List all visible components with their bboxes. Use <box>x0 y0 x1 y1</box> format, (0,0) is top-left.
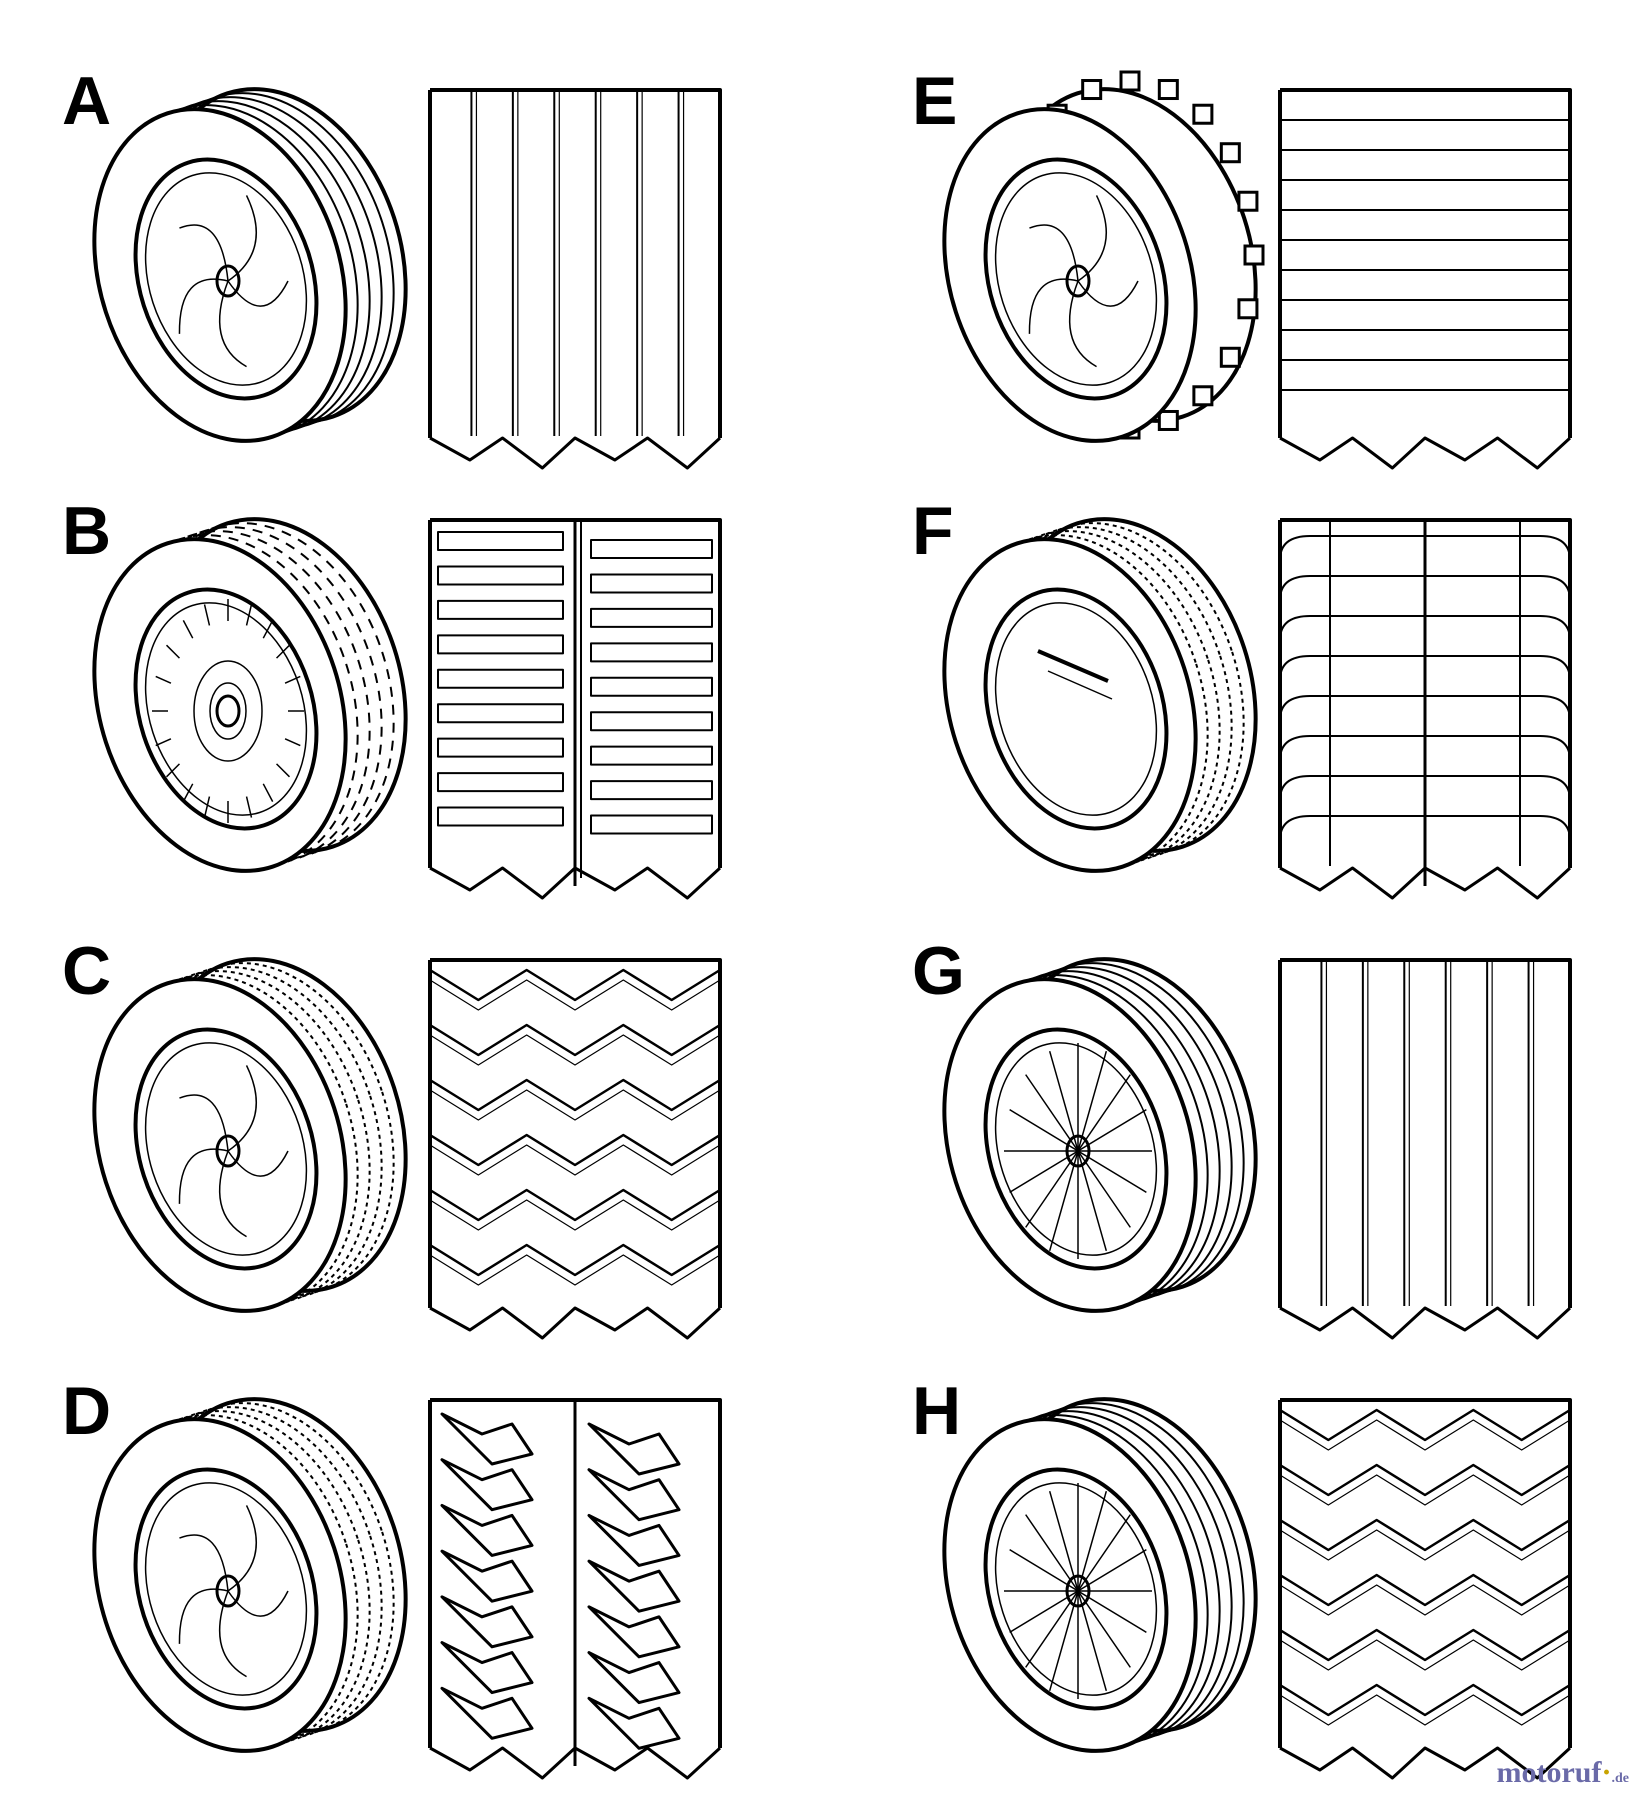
wheel-drawing <box>942 517 1258 873</box>
wheel-drawing <box>92 957 408 1313</box>
watermark: motoruf·.de <box>1497 1756 1630 1790</box>
panel-label: A <box>62 63 111 139</box>
panel-label: H <box>912 1373 961 1449</box>
panel-label: F <box>912 493 954 569</box>
panel-c: C <box>62 933 722 1340</box>
watermark-suffix: .de <box>1611 1771 1630 1786</box>
panel-e: E <box>912 63 1572 470</box>
panel-label: E <box>912 63 957 139</box>
panel-label: D <box>62 1373 111 1449</box>
panel-a: A <box>62 63 722 470</box>
tread-pattern <box>1278 518 1572 900</box>
panel-f: F <box>912 493 1572 900</box>
tread-pattern <box>1278 88 1572 470</box>
wheel-drawing <box>942 70 1265 443</box>
watermark-main: motoruf <box>1496 1756 1602 1789</box>
watermark-accent: · <box>1601 1756 1612 1789</box>
panel-b: B <box>62 493 722 900</box>
tread-pattern <box>1278 958 1572 1340</box>
wheel-drawing <box>92 87 408 443</box>
tread-pattern <box>428 1398 722 1780</box>
wheel-drawing <box>942 957 1258 1313</box>
tread-pattern <box>428 518 722 900</box>
panel-g: G <box>912 933 1572 1340</box>
tread-pattern <box>1278 1398 1572 1780</box>
wheel-drawing <box>92 517 408 873</box>
wheel-drawing <box>942 1397 1258 1753</box>
tread-pattern <box>428 958 722 1340</box>
tread-pattern <box>428 88 722 470</box>
panel-label: B <box>62 493 111 569</box>
panel-h: H <box>912 1373 1572 1780</box>
panel-d: D <box>62 1373 722 1780</box>
panel-label: C <box>62 933 111 1009</box>
panel-label: G <box>912 933 965 1009</box>
wheel-drawing <box>92 1397 408 1753</box>
